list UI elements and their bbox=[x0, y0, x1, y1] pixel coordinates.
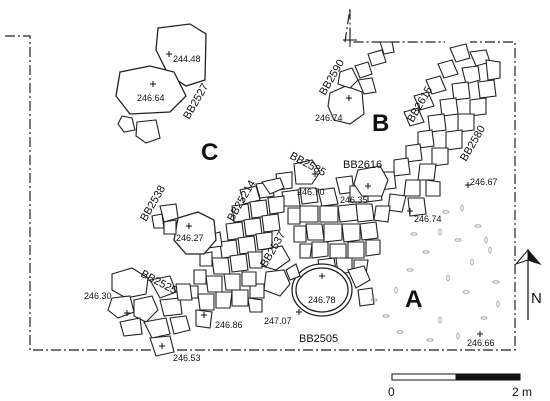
excavation-boundary bbox=[5, 7, 516, 351]
scale-end-label: 2 m bbox=[512, 385, 532, 399]
elevation-246-30: 246.30 bbox=[84, 291, 112, 301]
elevation-246-67: 246.67 bbox=[470, 177, 498, 187]
elevation-247-07: 247.07 bbox=[264, 316, 292, 326]
area-label-a: A bbox=[405, 286, 422, 313]
feature-bb2616 bbox=[353, 165, 389, 197]
elevation-246-27: 246.27 bbox=[176, 233, 204, 243]
label-bb2527: BB2527 bbox=[181, 82, 211, 122]
elevation-246-66: 246.66 bbox=[467, 338, 495, 348]
elevation-244-48: 244.48 bbox=[173, 54, 201, 64]
elevation-246-35: 246.35 bbox=[340, 195, 368, 205]
elevation-246-70: 246.70 bbox=[297, 187, 325, 197]
elevation-246-64: 246.64 bbox=[137, 93, 165, 103]
elevation-246-86: 246.86 bbox=[215, 320, 243, 330]
elevation-246-74-b: 246.74 bbox=[315, 113, 343, 123]
structure-c-stones bbox=[115, 23, 207, 144]
scale-start-label: 0 bbox=[388, 385, 395, 399]
north-arrow-icon bbox=[514, 248, 542, 320]
feature-bb2505 bbox=[285, 263, 375, 317]
scale-bar bbox=[391, 373, 521, 381]
elevation-246-53: 246.53 bbox=[173, 353, 201, 363]
elevation-246-78: 246.78 bbox=[308, 295, 336, 305]
area-label-c: C bbox=[201, 139, 218, 166]
elevation-246-74-a: 246.74 bbox=[414, 214, 442, 224]
wall-bb2615-stones bbox=[361, 43, 501, 223]
label-bb2616: BB2616 bbox=[343, 159, 382, 171]
feature-bb2538 bbox=[151, 203, 217, 255]
feature-bb2525 bbox=[107, 267, 193, 357]
wall-bb25214-stones bbox=[187, 177, 285, 329]
structure-b-stones bbox=[327, 41, 395, 125]
area-a-specks bbox=[370, 204, 500, 342]
elevation-points bbox=[124, 51, 483, 349]
area-label-b: B bbox=[372, 110, 389, 137]
label-bb2505: BB2505 bbox=[299, 333, 338, 345]
central-stones bbox=[247, 159, 381, 313]
north-label: N bbox=[531, 290, 542, 307]
